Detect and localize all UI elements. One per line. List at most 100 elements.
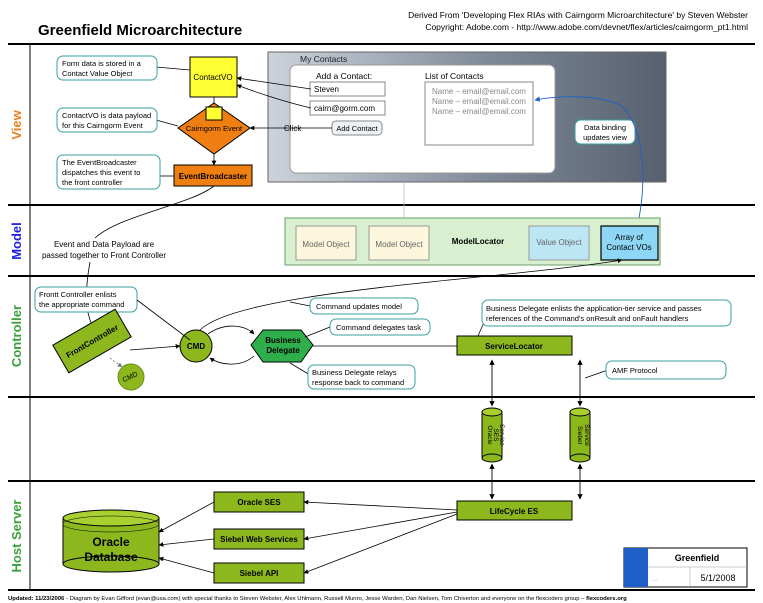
database-label: Database — [84, 550, 138, 564]
business-delegate-label: Delegate — [266, 346, 300, 355]
add-contact-label: Add a Contact: — [316, 71, 372, 81]
stamp-name: Greenfield — [675, 553, 720, 563]
oracle-service-label: Oracle — [486, 425, 493, 445]
view-connectors — [155, 66, 332, 177]
callout-form-data — [56, 55, 158, 81]
lifecycle-es-box — [456, 500, 573, 521]
greenfield-stamp: Greenfield ... 5/1/2008 — [623, 547, 748, 588]
event-broadcaster-label: EventBroadcaster — [179, 172, 247, 181]
siebel-service-label: Service — [583, 424, 590, 446]
host-connectors — [158, 499, 458, 574]
business-delegate-label: Business — [265, 336, 301, 345]
list-item: Name – email@email.com — [432, 97, 526, 106]
oracle-ses-label: Oracle SES — [237, 498, 281, 507]
front-controller-box: FrontController — [52, 308, 132, 374]
service-connectors — [489, 359, 583, 500]
value-object-label: Value Object — [536, 238, 582, 247]
model-object-1-label: Model Object — [302, 240, 350, 249]
my-contacts-panel: My Contacts Add a Contact: Steven cairn@… — [267, 51, 667, 183]
oracle-service-label: SES — [492, 428, 499, 442]
lane-label-view: View — [9, 109, 24, 139]
contact-array-box — [600, 225, 659, 261]
lane-label-host-server: Host Server — [9, 500, 24, 573]
stamp-date: 5/1/2008 — [700, 573, 735, 583]
callout-text: Form data is stored in a — [62, 59, 142, 68]
business-delegate-hexagon — [250, 329, 314, 363]
callout-text: ContactVO is data payload — [62, 111, 151, 120]
list-item: Name – email@email.com — [432, 87, 526, 96]
callout-text: AMF Protocol — [612, 366, 658, 375]
add-contact-button-label: Add Contact — [336, 124, 378, 133]
credit-line-1: Derived From 'Developing Flex RIAs with … — [408, 10, 748, 20]
callout-text: updates view — [583, 133, 627, 142]
data-binding-arrow — [534, 96, 644, 229]
callout-front-enlists — [34, 286, 138, 313]
footer: Updated: 11/23/2006 - Diagram by Evan Gi… — [8, 596, 627, 602]
footer-prefix: Updated: 11/23/2006 — [8, 596, 65, 602]
callout-text: for this Cairngorm Event — [62, 121, 144, 130]
email-input-value: cairn@gorm.com — [314, 104, 375, 113]
model-locator-label: ModelLocator — [452, 237, 504, 246]
value-object-box — [528, 225, 590, 261]
callout-text: Business Delegate enlists the applicatio… — [486, 304, 702, 313]
model-object-1 — [295, 225, 357, 261]
callout-text: The EventBroadcaster — [62, 158, 137, 167]
panel-title: My Contacts — [300, 54, 347, 64]
contact-list[interactable] — [424, 81, 534, 146]
callout-command-updates — [309, 297, 419, 315]
contact-array-label: Array of — [615, 233, 644, 242]
lane-separators — [8, 43, 755, 591]
oracle-service-label: Service — [498, 424, 505, 446]
page-title: Greenfield Microarchitecture — [38, 22, 242, 39]
callout-text: dispatches this event to — [62, 168, 140, 177]
database-label: Oracle — [92, 535, 130, 549]
callout-text: Command updates model — [316, 302, 402, 311]
oracle-database-cylinder: Oracle Database — [62, 509, 160, 573]
model-object-2-label: Model Object — [375, 240, 423, 249]
contact-array-label: Contact VOs — [606, 243, 651, 252]
callout-text: Data binding — [584, 123, 626, 132]
frontcontroller-to-small-cmd — [109, 357, 123, 368]
broadcaster-to-frontcontroller-line — [94, 185, 215, 239]
list-item: Name – email@email.com — [432, 107, 526, 116]
event-payload-square — [205, 106, 223, 121]
callout-text: Business Delegate relays — [312, 368, 397, 377]
footer-site: flexcoders.org — [586, 596, 627, 602]
callout-payload — [56, 107, 158, 133]
siebel-api-label: Siebel API — [240, 569, 279, 578]
callout-data-binding — [574, 119, 636, 145]
list-label: List of Contacts — [425, 71, 484, 81]
lifecycle-es-label: LifeCycle ES — [490, 507, 539, 516]
siebel-web-services-label: Siebel Web Services — [220, 535, 298, 544]
lane-label-controller: Controller — [9, 305, 24, 367]
callout-text: passed together to Front Controller — [42, 251, 166, 260]
controller-connectors — [129, 258, 623, 379]
siebel-service-label: Siebel — [576, 426, 583, 445]
cmd-label: CMD — [187, 342, 205, 351]
credit-line-2: Copyright: Adobe.com - http://www.adobe.… — [425, 22, 748, 32]
callout-text: the appropriate command — [39, 300, 124, 309]
service-locator-box — [456, 335, 573, 356]
contact-vo-box — [189, 56, 238, 98]
model-object-2 — [368, 225, 430, 261]
name-input-value: Steven — [314, 85, 339, 94]
siebel-service-cylinder: Siebel Service — [569, 407, 591, 463]
cairngorm-event-label: Cairngorm Event — [186, 124, 243, 133]
service-locator-label: ServiceLocator — [485, 342, 543, 351]
callout-text: Event and Data Payload are — [54, 240, 155, 249]
callout-amf — [605, 360, 727, 380]
contact-vo-label: ContactVO — [193, 73, 232, 82]
callout-text: Contact Value Object — [62, 69, 133, 78]
callout-broadcaster — [56, 154, 161, 190]
cmd-small-circle — [117, 363, 145, 391]
callout-command-delegates — [329, 318, 431, 336]
footer-body: - Diagram by Evan Gifford (evan@usa.com)… — [64, 596, 586, 602]
callout-text: Frontt Controller enlists — [39, 290, 117, 299]
callout-text: references of the Command's onResult and… — [486, 314, 689, 323]
callout-text: the front controller — [62, 178, 123, 187]
lane-label-model: Model — [9, 222, 24, 260]
stamp-placeholder: ... — [652, 576, 658, 583]
oracle-ses-service-cylinder: Oracle SES Service — [481, 407, 505, 463]
